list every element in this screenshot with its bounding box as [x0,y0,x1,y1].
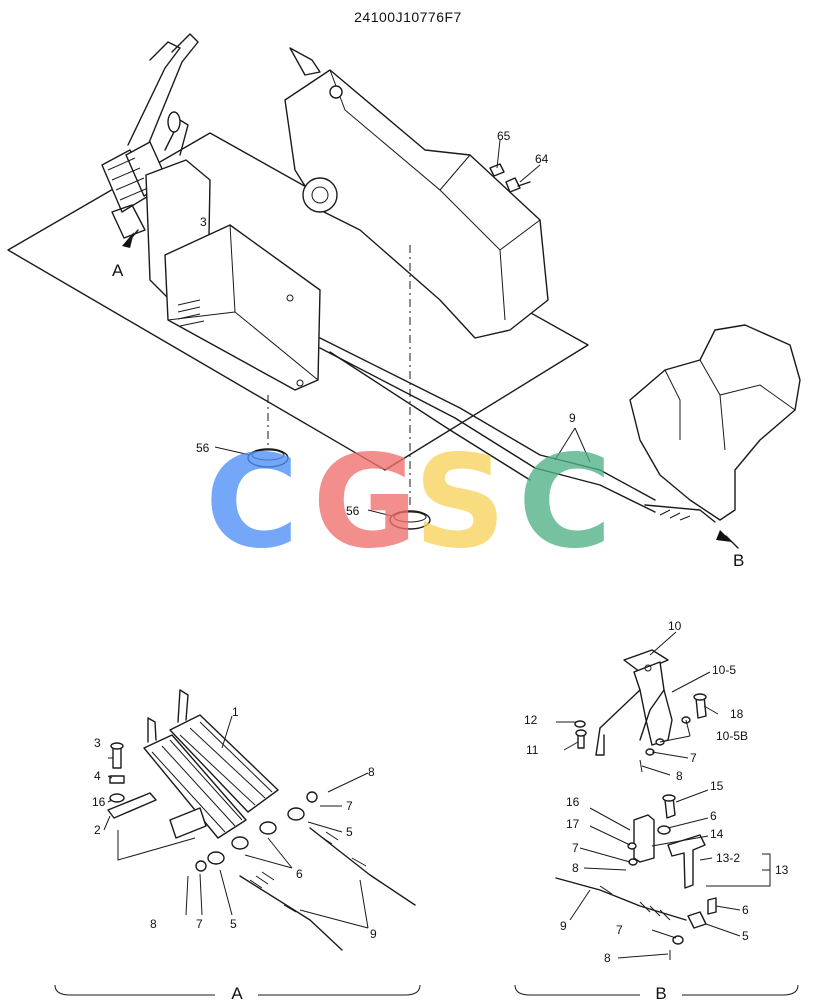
watermark: C G S C [205,428,612,577]
label-12: 12 [524,713,538,727]
label-13: 13 [775,863,789,877]
diagram-title: 24100J10776F7 [354,9,462,25]
detail-a: 1 3 4 16 2 8 7 5 6 8 7 5 9 [92,689,416,951]
label-8: 8 [368,765,375,779]
label-5: 5 [742,929,749,943]
detail-b: 10 10-5 18 12 10-5B 11 7 8 15 16 6 17 14… [524,619,789,965]
view-arrow-a [122,229,139,248]
watermark-letter: C [205,428,299,577]
view-label-b: B [733,551,744,570]
label-14: 14 [710,827,724,841]
label-56: 56 [346,504,360,518]
label-13-2: 13-2 [716,851,740,865]
detail-b-bracket [514,984,799,996]
label-6: 6 [742,903,749,917]
label-8: 8 [604,951,611,965]
detail-a-caption: A [231,984,243,1000]
watermark-letter: S [414,428,506,577]
watermark-letter: C [518,428,612,577]
label-64: 64 [535,152,549,166]
label-18: 18 [730,707,744,721]
detail-a-bracket [54,984,421,996]
label-10: 10 [668,619,682,633]
watermark-letter: G [312,428,417,577]
label-7: 7 [616,923,623,937]
label-15: 15 [710,779,724,793]
label-3: 3 [94,736,101,750]
grommet [389,510,431,530]
label-56: 56 [196,441,210,455]
valve-block-assembly [629,324,801,523]
detail-b-caption: B [655,984,666,1000]
label-1: 1 [232,705,239,719]
label-16: 16 [92,795,106,809]
view-arrow-b [716,530,739,549]
label-9: 9 [569,411,576,425]
label-8: 8 [150,917,157,931]
label-7: 7 [346,799,353,813]
label-5: 5 [230,917,237,931]
label-10-5b: 10-5B [716,729,748,743]
label-9: 9 [560,919,567,933]
bolt-nut-group [489,163,531,193]
label-65: 65 [497,129,511,143]
view-label-a: A [112,261,124,280]
label-8: 8 [572,861,579,875]
label-11: 11 [526,743,539,757]
label-5: 5 [346,825,353,839]
grommet [247,448,289,468]
label-4: 4 [94,769,101,783]
housing-mark: 3 [200,215,207,229]
label-6: 6 [296,867,303,881]
label-9: 9 [370,927,377,941]
label-2: 2 [94,823,101,837]
label-7: 7 [196,917,203,931]
label-7: 7 [690,751,697,765]
label-17: 17 [566,817,580,831]
label-10-5: 10-5 [712,663,736,677]
label-16: 16 [566,795,580,809]
control-valve-body [284,47,549,339]
label-7: 7 [572,841,579,855]
pedal-console: 3 [101,33,321,391]
label-6: 6 [710,809,717,823]
label-8: 8 [676,769,683,783]
